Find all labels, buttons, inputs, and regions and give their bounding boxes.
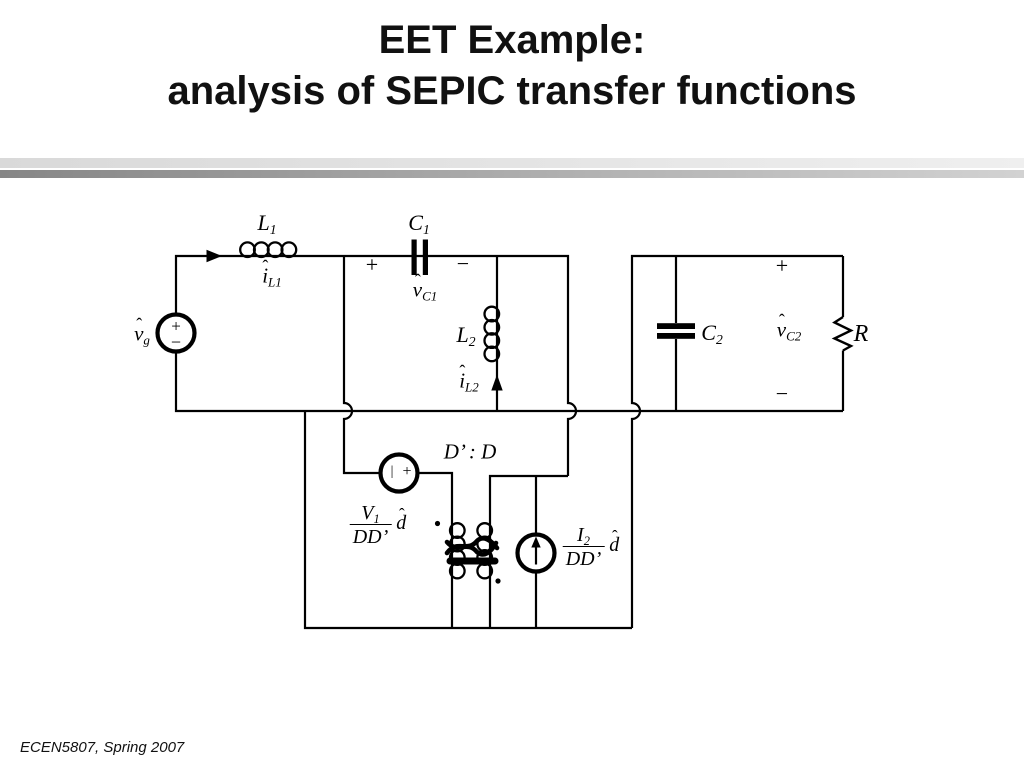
capacitor-C2 [657, 323, 695, 339]
voltage-source-vg [155, 312, 197, 354]
circuit-wires [174, 254, 845, 630]
transformer-dot-secondary [495, 578, 501, 584]
inductor-L2 [483, 305, 501, 363]
slide-title: EET Example: analysis of SEPIC transfer … [0, 15, 1024, 117]
transformer-dot-primary [434, 520, 441, 527]
dependent-voltage-source [378, 452, 420, 494]
inductor-L1 [239, 241, 298, 259]
transformer-DprimeD [434, 520, 501, 584]
arrow-iL2 [491, 374, 503, 391]
divider-bar-dark [0, 170, 1024, 178]
capacitor-C1 [411, 239, 428, 275]
divider-bar-light [0, 158, 1024, 168]
slide-title-line2: analysis of SEPIC transfer functions [167, 69, 857, 113]
dependent-current-source [515, 532, 557, 574]
slide-title-line1: EET Example: [378, 18, 646, 62]
resistor-R [831, 315, 854, 352]
arrow-iL1 [206, 249, 222, 263]
footer-course-label: ECEN5807, Spring 2007 [20, 739, 185, 756]
